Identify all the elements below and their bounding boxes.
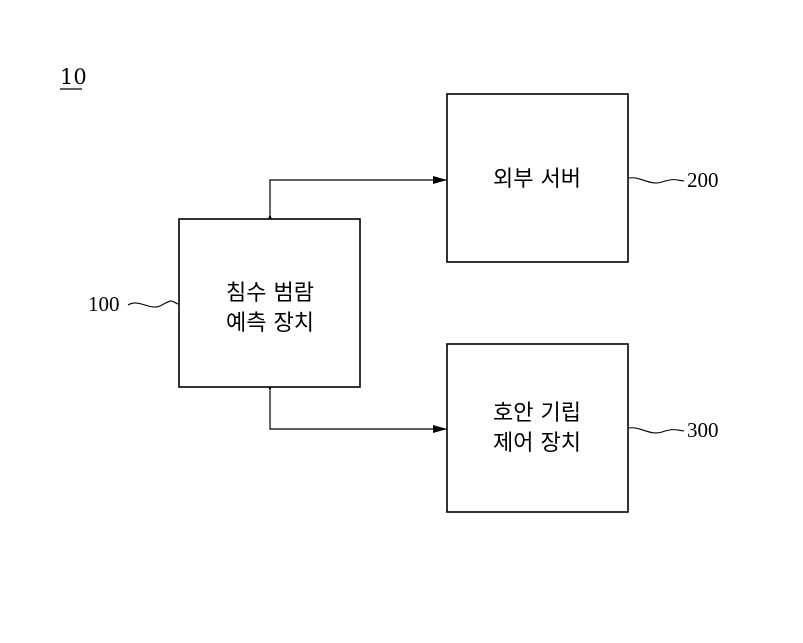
seawall-control-block: 호안 기립 제어 장치 <box>446 343 629 513</box>
seawall-control-box <box>446 343 629 513</box>
external-server-label: 외부 서버 <box>493 167 581 192</box>
ref-100-text: 100 <box>88 292 120 316</box>
connector-device-to-server <box>266 176 447 227</box>
ref-200: 200 <box>628 168 719 192</box>
figure-label: 10 <box>60 65 87 89</box>
ref-300-leader <box>628 427 685 434</box>
external-server-box <box>446 93 629 263</box>
ref-100-leader <box>127 300 179 308</box>
ref-100: 100 <box>88 292 179 316</box>
ref-200-leader <box>628 177 685 184</box>
ref-300: 300 <box>628 418 719 442</box>
prediction-device-label-line1: 침수 범람 <box>226 281 314 306</box>
external-server-block: 외부 서버 <box>446 93 629 263</box>
connector-device-to-seawall-control <box>266 378 447 433</box>
ref-300-text: 300 <box>687 418 719 442</box>
prediction-device-box <box>178 218 361 388</box>
prediction-device-label-line2: 예측 장치 <box>226 311 314 336</box>
seawall-control-label-line2: 제어 장치 <box>493 431 581 456</box>
ref-200-text: 200 <box>687 168 719 192</box>
prediction-device-block: 침수 범람 예측 장치 <box>178 218 361 388</box>
seawall-control-label-line1: 호안 기립 <box>493 401 581 426</box>
